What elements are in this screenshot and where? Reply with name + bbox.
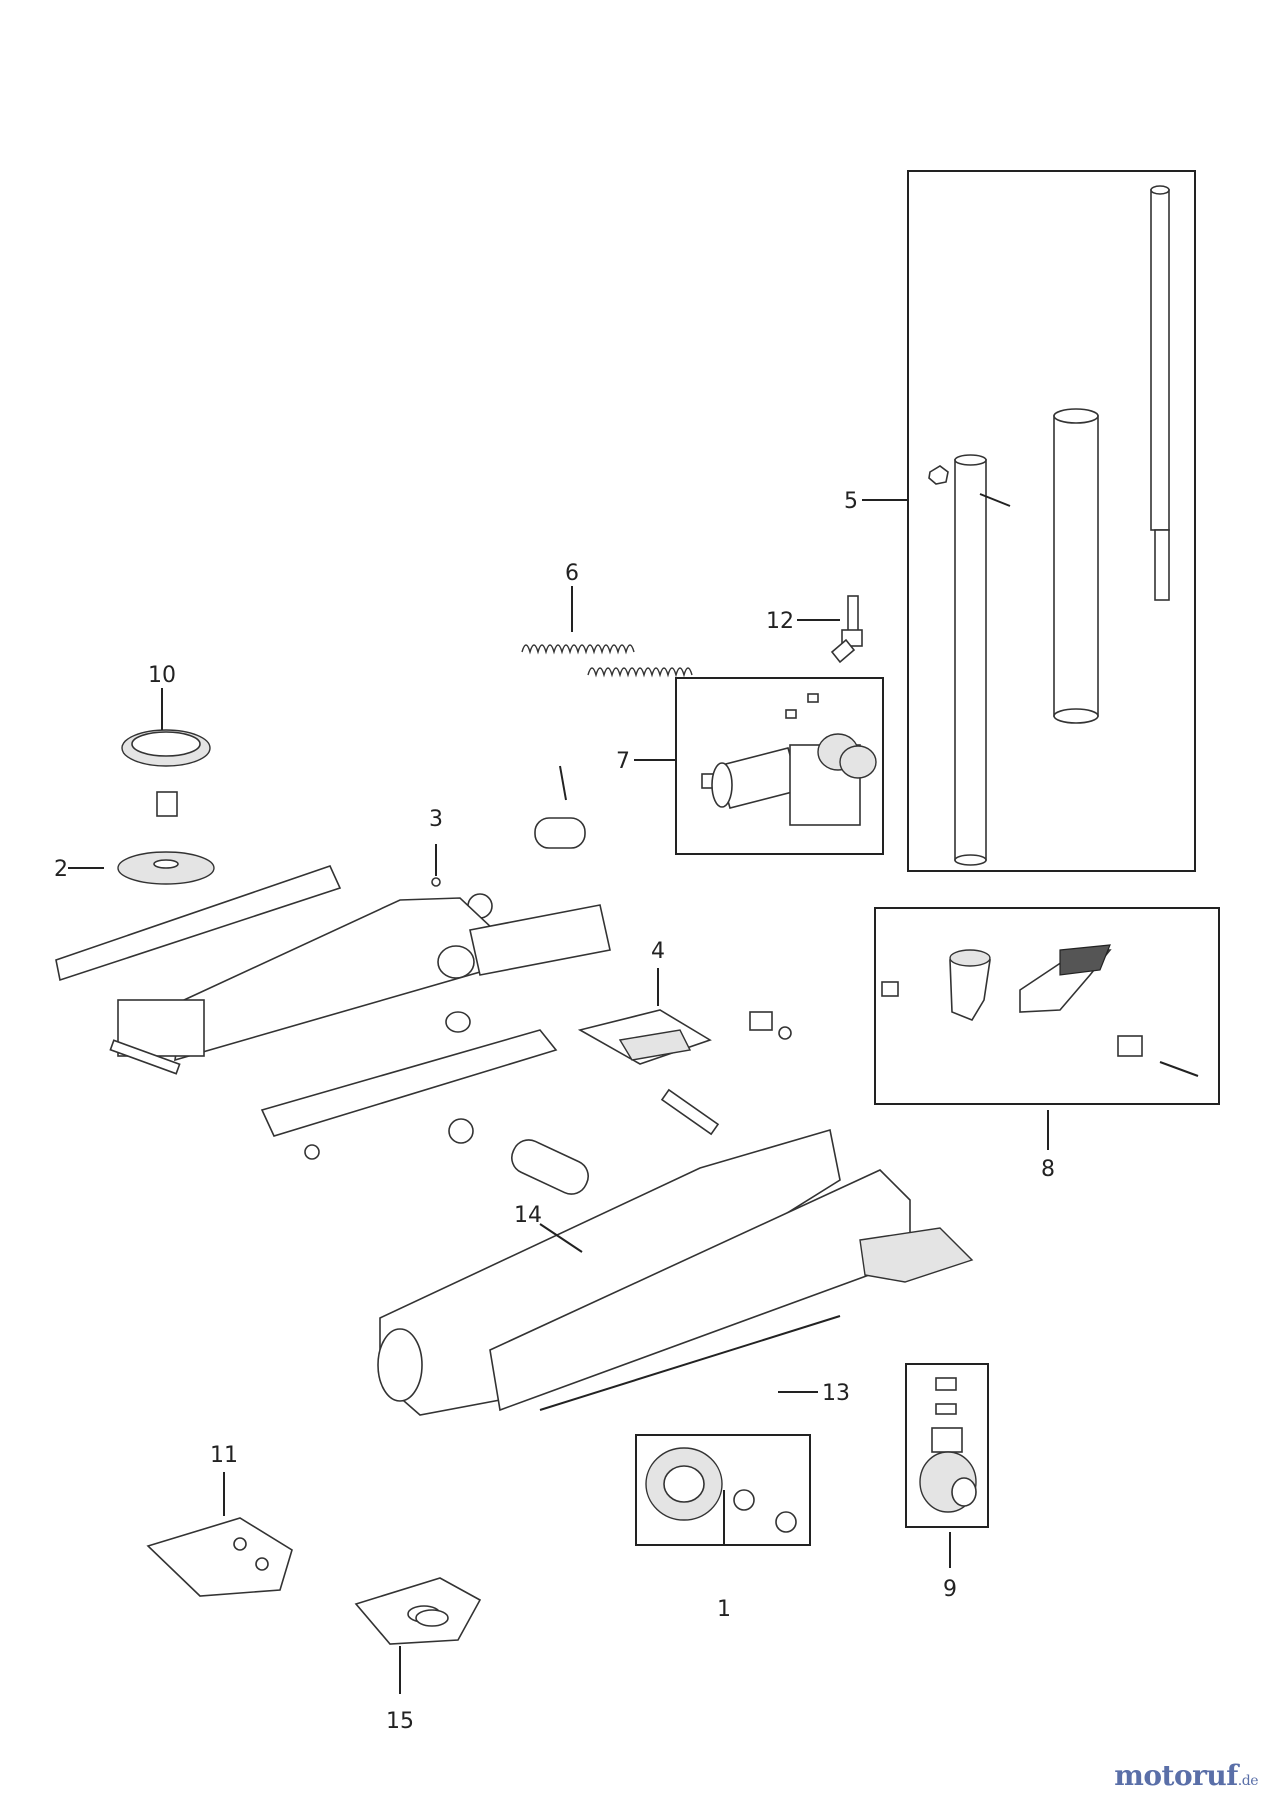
hardware-bags [146,1517,482,1645]
springs [521,644,693,678]
callout-5: 5 [844,489,858,514]
callout-2: 2 [54,857,68,882]
handle-tubes [928,185,1170,866]
pins-and-clips [304,765,792,1195]
part-box-1 [635,1434,811,1546]
callout-15: 15 [386,1709,414,1734]
caster-wheel [919,1377,977,1513]
saddle-parts [117,729,215,885]
watermark-brand: motoruf [1114,1759,1238,1792]
callout-12: 12 [766,609,794,634]
leader-lines [68,499,1049,1694]
watermark-logo: motoruf.de [1114,1759,1258,1792]
callout-6: 6 [565,561,579,586]
watermark-tld: .de [1237,1773,1259,1789]
roller-set [645,1447,797,1533]
callout-1: 1 [717,1597,731,1622]
pump-unit [701,693,877,826]
part-box-5 [907,170,1196,872]
callout-9: 9 [943,1577,957,1602]
callout-4: 4 [651,939,665,964]
callout-14: 14 [514,1203,542,1228]
callout-10: 10 [148,663,176,688]
callout-13: 13 [822,1381,850,1406]
part-box-7 [675,677,884,855]
callout-8: 8 [1041,1157,1055,1182]
part-box-8 [874,907,1220,1105]
lift-arm [55,865,611,1137]
jack-frame [377,1128,974,1416]
release-valve-part [830,595,863,664]
callout-3: 3 [429,807,443,832]
part-box-9 [905,1363,989,1528]
pedal-group [881,944,1199,1077]
callout-11: 11 [210,1443,238,1468]
callout-7: 7 [616,749,630,774]
bracket-plate [577,1009,712,1065]
